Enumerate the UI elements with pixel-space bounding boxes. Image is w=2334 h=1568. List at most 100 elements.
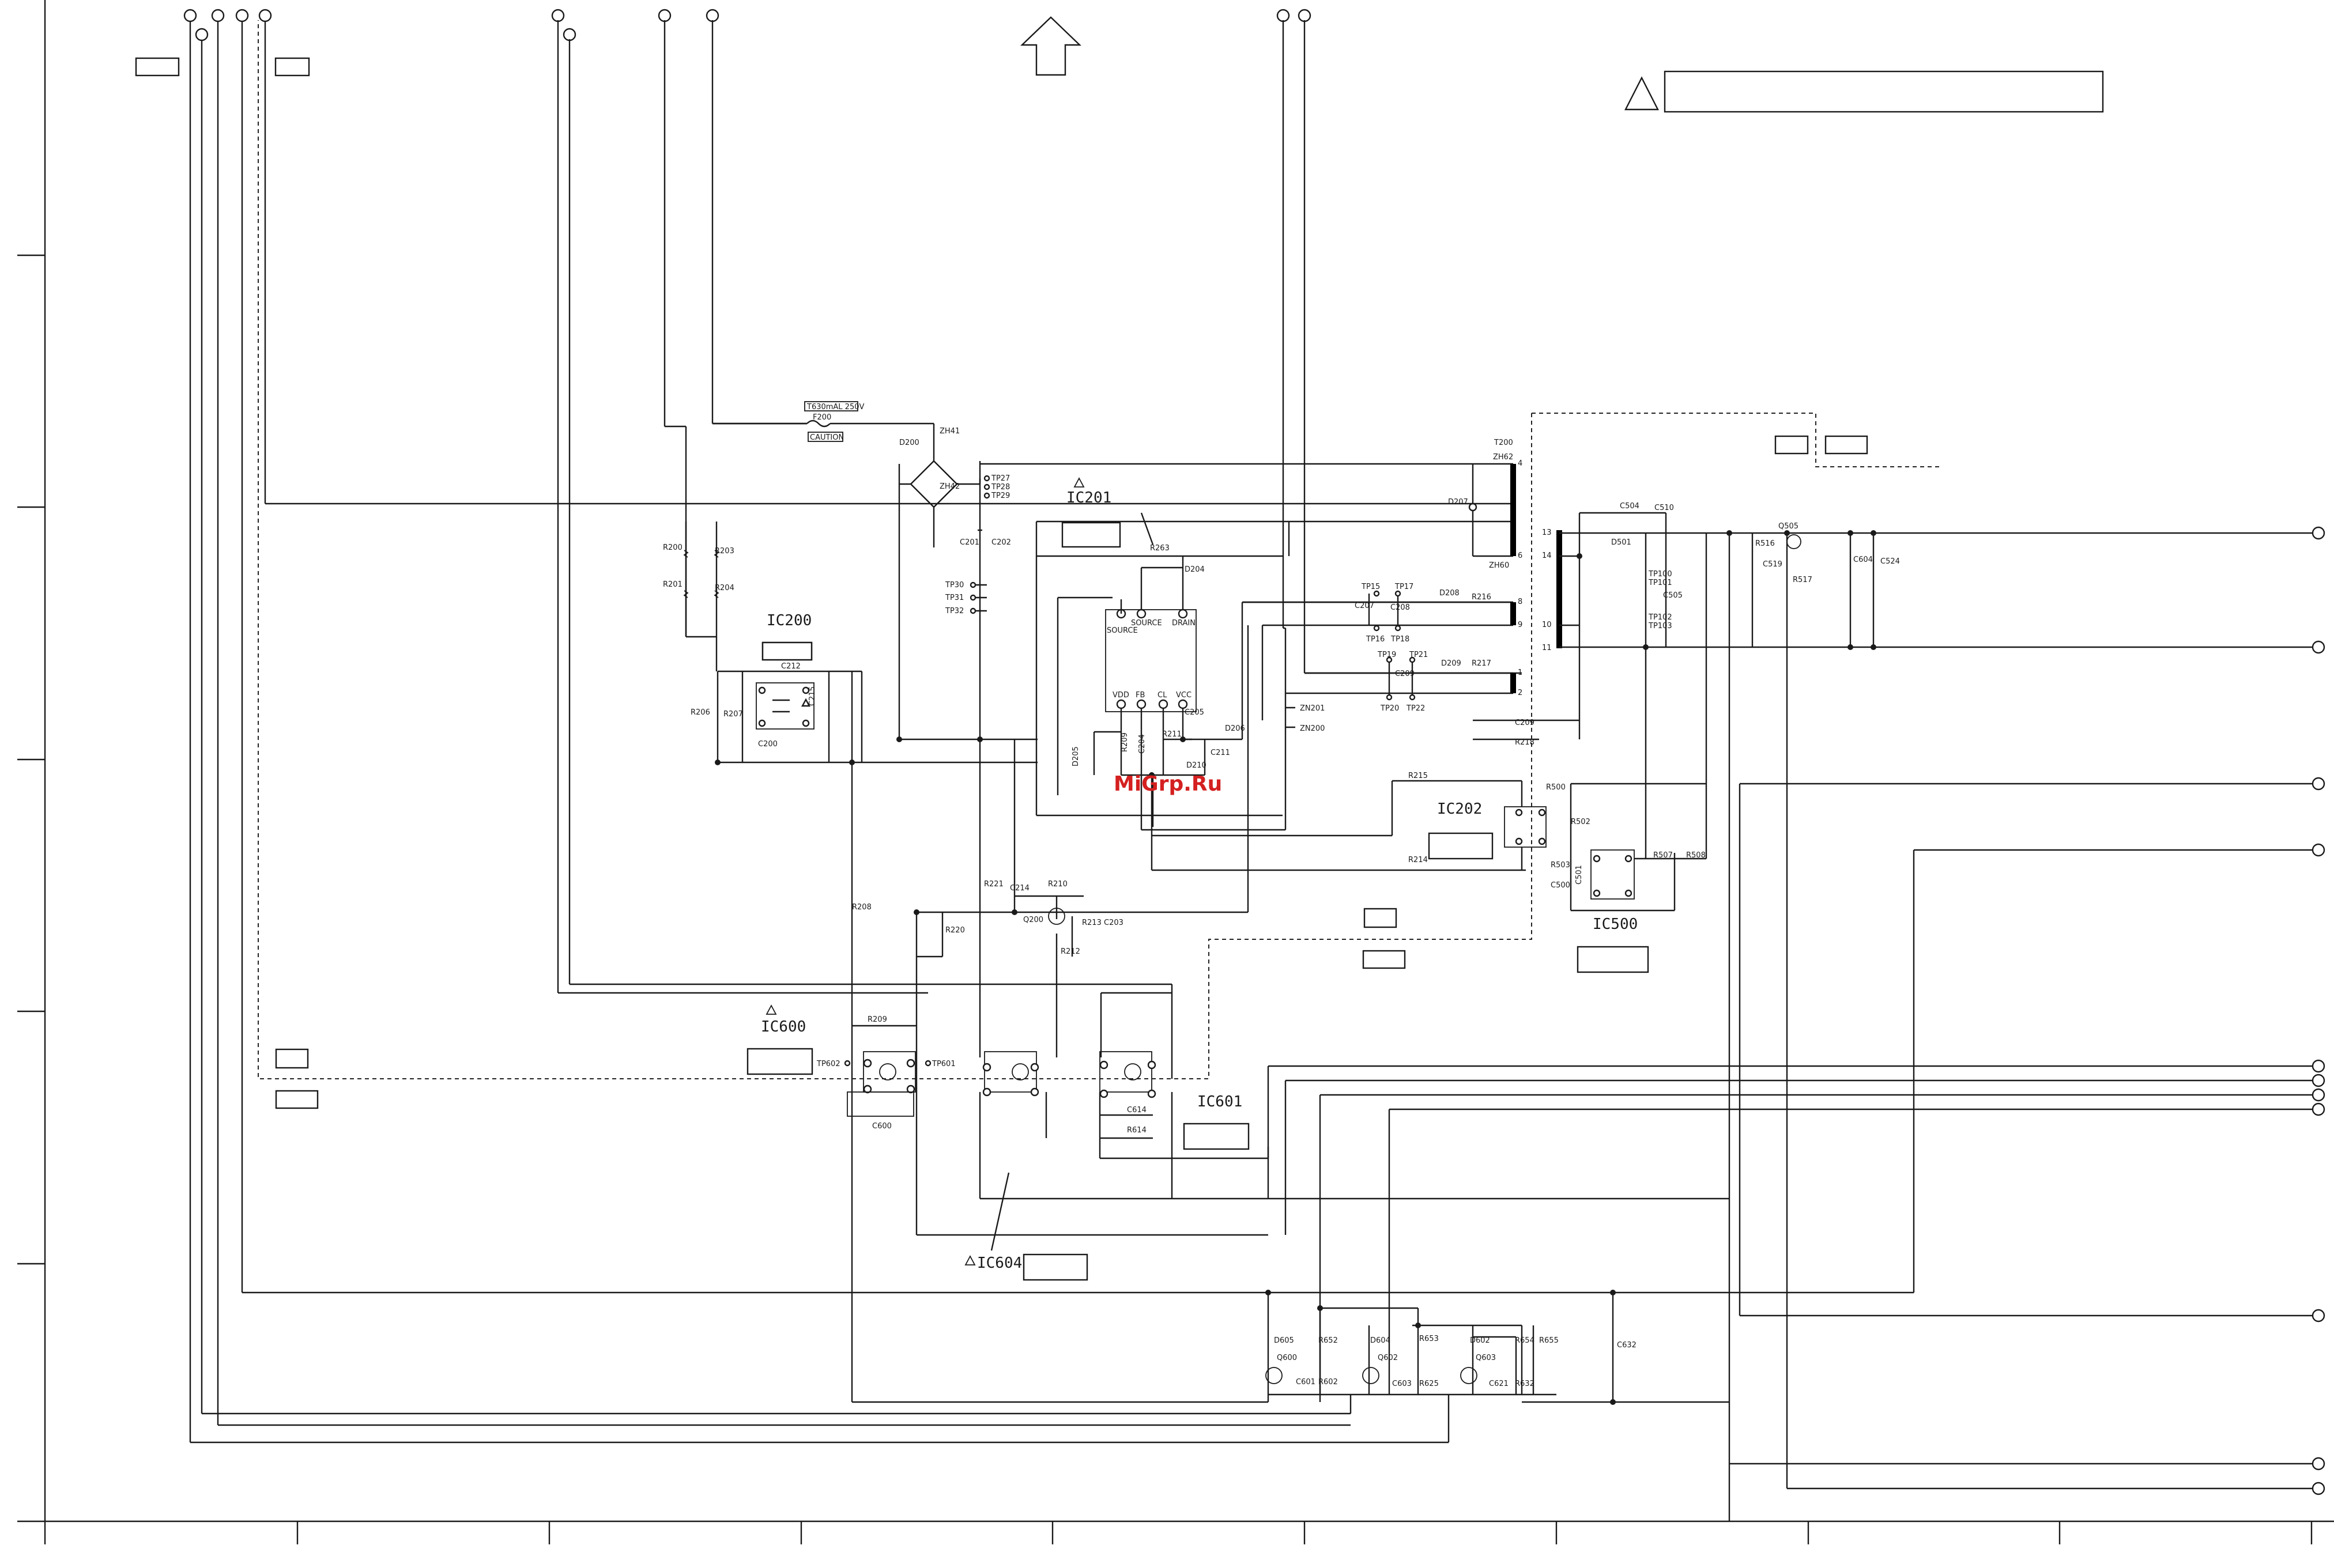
label-r217: R217 <box>1472 659 1491 668</box>
ic201-label: IC201 <box>1066 489 1111 507</box>
label-r517: R517 <box>1793 576 1812 584</box>
label-tp601: TP601 <box>932 1060 956 1068</box>
label-q603: Q603 <box>1476 1354 1496 1362</box>
label-tp30: TP30 <box>945 581 964 590</box>
secondary-rails <box>1559 512 2318 1521</box>
label-tp15: TP15 <box>1361 583 1380 591</box>
output-bus-lines <box>1267 1065 2318 1402</box>
label-c600: C600 <box>872 1122 892 1131</box>
label-zh41: ZH41 <box>940 427 960 436</box>
label-q602: Q602 <box>1378 1354 1398 1362</box>
pin-13: 13 <box>1542 528 1552 537</box>
label-tp21: TP21 <box>1409 651 1428 659</box>
ic600-block: IC600 R209 TP602 TP601 C600 <box>761 1004 956 1131</box>
junction-dots <box>715 530 1876 1405</box>
label-c215: C215 <box>808 686 817 706</box>
pin-cl: CL <box>1157 691 1167 700</box>
ic500-block: R500 R502 R503 C500 C501 R507 R508 IC500 <box>1546 533 1707 933</box>
label-d206: D206 <box>1225 724 1245 733</box>
label-tp22: TP22 <box>1406 704 1425 713</box>
label-r221: R221 <box>984 880 1004 889</box>
q505-label: Q505 <box>1778 522 1798 531</box>
label-d209: D209 <box>1441 659 1461 668</box>
label-d210: D210 <box>1186 761 1206 770</box>
label-c603: C603 <box>1392 1380 1412 1388</box>
pin-vcc: VCC <box>1176 691 1191 700</box>
right-terminals <box>2312 526 2325 1495</box>
ic200-block: IC200 C212 C215 C200 R206 R207 <box>691 612 1038 764</box>
ic202-block: R215 IC202 R214 <box>1152 772 1547 870</box>
label-r210: R210 <box>1048 880 1068 889</box>
label-r200: R200 <box>663 543 683 552</box>
label-c211: C211 <box>1211 749 1230 757</box>
label-tp27: TP27 <box>991 474 1010 483</box>
pin-9: 9 <box>1518 621 1522 629</box>
ic601-label: IC601 <box>1197 1093 1242 1110</box>
label-c501: C501 <box>1575 865 1583 885</box>
label-r653: R653 <box>1419 1335 1439 1343</box>
label-d605: D605 <box>1274 1336 1294 1345</box>
label-c524: C524 <box>1880 557 1900 566</box>
label-r216: R216 <box>1472 593 1491 602</box>
q200-label: Q200 <box>1023 916 1043 924</box>
resistor-chain-r200-r204: R200 R203 R201 R204 <box>663 522 734 671</box>
label-d604: D604 <box>1370 1336 1390 1345</box>
ic201-block: IC201 SOURCE SOURCE DRAIN VDD FB CL VCC … <box>1035 477 1526 871</box>
label-c519: C519 <box>1763 560 1782 569</box>
label-tp28: TP28 <box>991 483 1010 492</box>
label-r214: R214 <box>1408 856 1428 864</box>
fuse-f200 <box>712 401 922 442</box>
label-c604: C604 <box>1853 556 1873 564</box>
pin-6: 6 <box>1518 551 1522 560</box>
label-c632: C632 <box>1617 1341 1637 1350</box>
ic604-label: IC604 <box>977 1255 1022 1272</box>
label-d501: D501 <box>1611 538 1631 547</box>
label-r654: R654 <box>1515 1336 1534 1345</box>
empty-label-boxes <box>135 57 1868 1281</box>
pin-1: 1 <box>1518 668 1522 677</box>
label-c209: C209 <box>1395 670 1415 678</box>
pin-14: 14 <box>1542 551 1552 560</box>
ic601-block: C614 R614 IC601 <box>1099 992 1268 1199</box>
label-c614: C614 <box>1127 1106 1147 1114</box>
label-tp602: TP602 <box>816 1060 840 1068</box>
label-tp18: TP18 <box>1390 635 1409 644</box>
label-r207: R207 <box>723 710 743 719</box>
label-r516: R516 <box>1755 539 1775 548</box>
label-zn200: ZN200 <box>1300 724 1325 733</box>
isolation-boundary <box>258 20 1943 1079</box>
label-c212: C212 <box>781 662 801 671</box>
label-q600: Q600 <box>1277 1354 1297 1362</box>
label-c510: C510 <box>1654 504 1674 512</box>
transistor-section: D605 Q600 R652 C601 R602 D604 Q602 R653 … <box>1265 1293 1729 1403</box>
label-r502: R502 <box>1571 818 1590 826</box>
pin-4: 4 <box>1518 459 1522 468</box>
label-c203: C203 <box>1104 919 1123 927</box>
label-c504: C504 <box>1620 502 1639 511</box>
pin-vdd: VDD <box>1113 691 1129 700</box>
pin-11: 11 <box>1542 644 1552 652</box>
label-c204: C204 <box>1138 734 1147 754</box>
label-r208: R208 <box>852 903 872 912</box>
label-r204: R204 <box>715 584 734 592</box>
label-tp20: TP20 <box>1380 704 1399 713</box>
label-r215: R215 <box>1408 772 1428 780</box>
left-bus-wires <box>189 20 2318 1444</box>
d200-label: D200 <box>899 439 919 447</box>
tp27-29: TP27 TP28 TP29 TP30 TP31 TP32 C201 C202 <box>945 474 1011 615</box>
label-c208: C208 <box>1390 603 1410 612</box>
label-zh42: ZH42 <box>940 482 960 491</box>
label-c201: C201 <box>960 538 979 547</box>
fuse-ref: F200 <box>813 413 831 422</box>
label-c202: C202 <box>991 538 1011 547</box>
label-d602: D602 <box>1470 1336 1490 1345</box>
label-tp19: TP19 <box>1377 651 1396 659</box>
label-r508: R508 <box>1686 851 1706 860</box>
label-r211: R211 <box>1162 730 1182 739</box>
label-c214: C214 <box>1010 884 1030 893</box>
pin-8: 8 <box>1518 598 1522 606</box>
ic202-label: IC202 <box>1437 800 1482 818</box>
ic500-label: IC500 <box>1593 916 1638 933</box>
label-r625: R625 <box>1419 1380 1439 1388</box>
